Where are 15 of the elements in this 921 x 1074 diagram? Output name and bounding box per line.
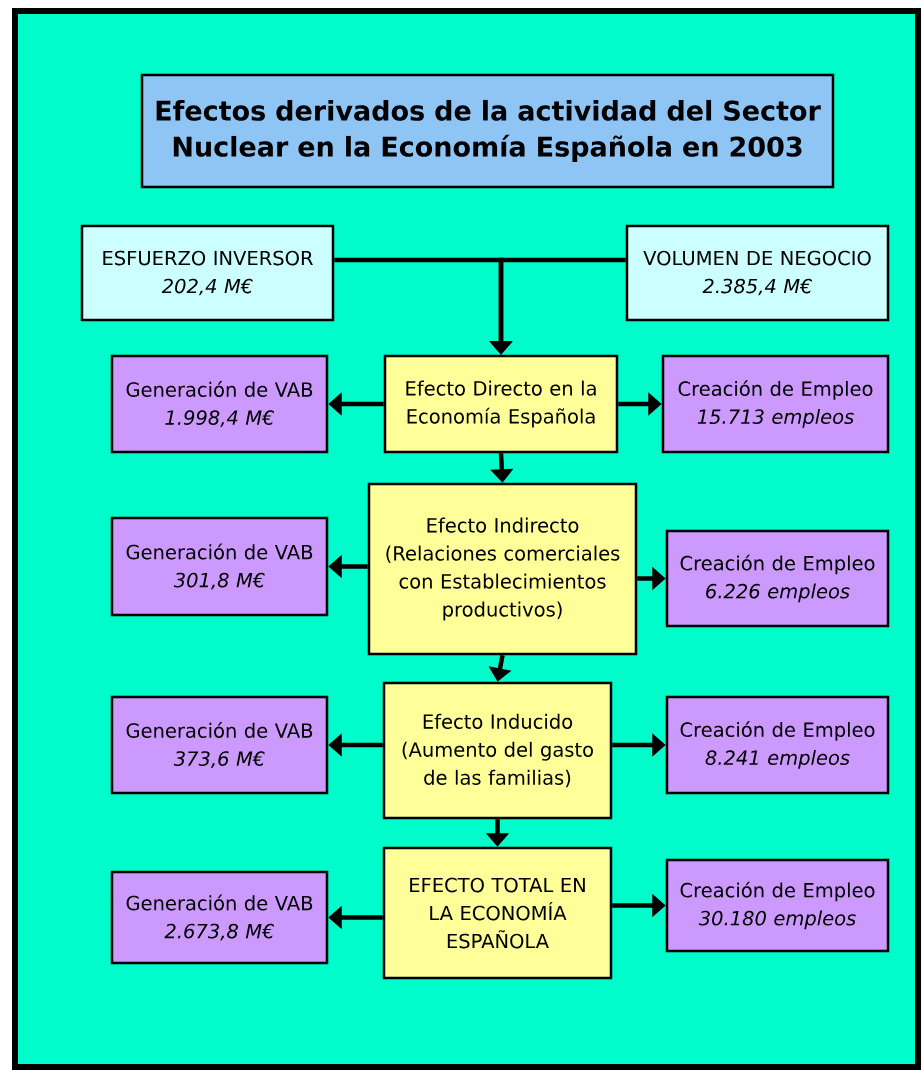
result-box: Generación de VAB 373,6 M€: [110, 695, 329, 795]
effect-box: Efecto Inducido (Aumento del gasto de las familias): [382, 681, 613, 820]
result-box: Creación de Empleo 15.713 empleos: [661, 354, 890, 454]
effect-box: Efecto Directo en la Economía Española: [383, 354, 619, 454]
title-box: Efectos derivados de la actividad del Sector Nuclear en la Economía Española en 2003: [140, 73, 835, 189]
result-box: Generación de VAB 2.673,8 M€: [110, 870, 329, 965]
result-box: Generación de VAB 301,8 M€: [110, 516, 329, 617]
effect-box: Efecto Indirecto (Relaciones comerciales con Establecimientos productivos): [367, 482, 638, 656]
effect-box: EFECTO TOTAL EN LA ECONOMÍA ESPAÑOLA: [382, 846, 613, 980]
result-box: Generación de VAB 1.998,4 M€: [110, 354, 329, 454]
result-box: Creación de Empleo 8.241 empleos: [665, 695, 890, 795]
result-box: Creación de Empleo 6.226 empleos: [665, 529, 890, 628]
input-box: VOLUMEN DE NEGOCIO 2.385,4 M€: [625, 224, 890, 322]
result-box: Creación de Empleo 30.180 empleos: [665, 858, 890, 953]
input-box: ESFUERZO INVERSOR 202,4 M€: [80, 224, 335, 322]
